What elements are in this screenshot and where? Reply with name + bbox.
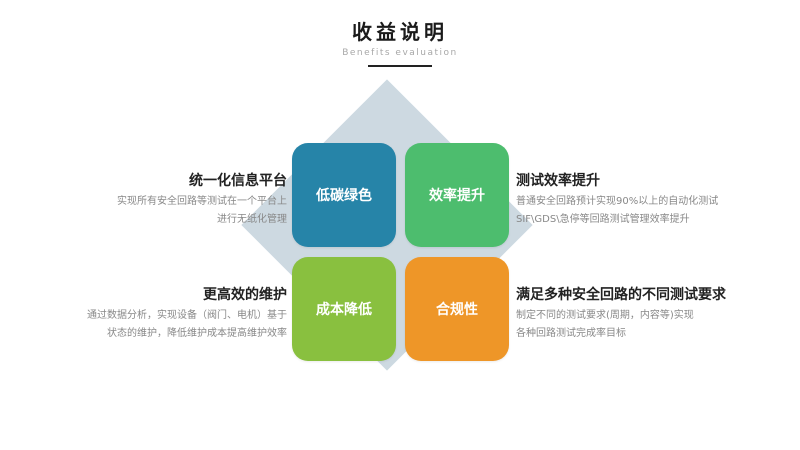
page-subtitle: Benefits evaluation [342,48,458,58]
benefit-title: 统一化信息平台 [189,173,287,189]
benefit-title: 满足多种安全回路的不同测试要求 [516,287,726,303]
benefit-line: 制定不同的测试要求(周期，内容等)实现 [516,310,694,321]
title-underline [368,65,432,67]
benefit-description: 实现所有安全回路等测试在一个平台上 进行无纸化管理 [117,193,287,229]
tile-label: 成本降低 [316,302,372,318]
benefit-bottom-left: 更高效的维护 通过数据分析，实现设备（阀门、电机）基于 状态的维护，降低维护成本… [87,286,287,343]
tile-label: 效率提升 [429,188,485,204]
benefit-line: 各种回路测试完成率目标 [516,328,626,339]
benefit-bottom-right: 满足多种安全回路的不同测试要求 制定不同的测试要求(周期，内容等)实现 各种回路… [516,286,726,343]
benefit-description: 普通安全回路预计实现90%以上的自动化测试 SIF\GDS\急停等回路测试管理效… [516,193,718,229]
benefit-top-right: 测试效率提升 普通安全回路预计实现90%以上的自动化测试 SIF\GDS\急停等… [516,172,718,229]
tile-label: 合规性 [436,302,478,318]
benefit-title: 更高效的维护 [203,287,287,303]
benefit-line: 进行无纸化管理 [217,214,287,225]
tile-label: 低碳绿色 [316,188,372,204]
benefit-line: 通过数据分析，实现设备（阀门、电机）基于 [87,310,287,321]
benefit-line: 实现所有安全回路等测试在一个平台上 [117,196,287,207]
benefit-description: 通过数据分析，实现设备（阀门、电机）基于 状态的维护，降低维护成本提高维护效率 [87,307,287,343]
tile-low-carbon: 低碳绿色 [292,143,396,247]
tile-compliance: 合规性 [405,257,509,361]
benefit-line: 状态的维护，降低维护成本提高维护效率 [107,328,287,339]
page-title: 收益说明 [352,20,448,44]
benefit-description: 制定不同的测试要求(周期，内容等)实现 各种回路测试完成率目标 [516,307,726,343]
benefit-line: 普通安全回路预计实现90%以上的自动化测试 [516,196,719,207]
benefit-top-left: 统一化信息平台 实现所有安全回路等测试在一个平台上 进行无纸化管理 [117,172,287,229]
tile-cost-reduction: 成本降低 [292,257,396,361]
benefit-line: SIF\GDS\急停等回路测试管理效率提升 [516,214,690,225]
benefit-title: 测试效率提升 [516,173,600,189]
tile-efficiency: 效率提升 [405,143,509,247]
